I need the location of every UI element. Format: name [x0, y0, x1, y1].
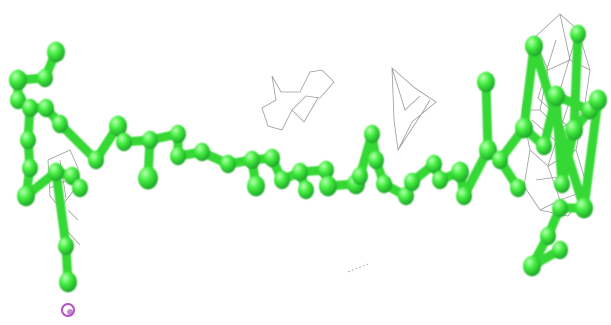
carbon-atom [59, 271, 77, 293]
carbon-atom [554, 174, 570, 194]
carbon-atom [570, 24, 586, 44]
carbon-atom [170, 146, 186, 166]
carbon-atom [376, 174, 392, 194]
bond [529, 41, 589, 213]
carbon-atom [398, 186, 414, 206]
carbon-atom [244, 150, 260, 170]
carbon-atom [525, 35, 543, 57]
bond [51, 167, 71, 251]
carbon-atom [404, 172, 420, 192]
carbon-atom [426, 154, 442, 174]
carbon-atom [298, 180, 314, 200]
carbon-atom [22, 158, 38, 178]
atom-spheres [9, 24, 607, 293]
carbon-atom [274, 170, 290, 190]
carbon-atom [368, 150, 384, 170]
carbon-atom [536, 136, 552, 156]
carbon-atom [552, 240, 568, 260]
carbon-atom [48, 162, 64, 182]
carbon-atom [38, 98, 54, 118]
carbon-atom [432, 170, 448, 190]
carbon-atom [142, 130, 158, 150]
carbon-atom [510, 178, 526, 198]
carbon-atom [10, 90, 26, 110]
carbon-atom [72, 178, 88, 198]
carbon-atom [138, 166, 158, 190]
carbon-atom [547, 85, 565, 107]
carbon-atom [109, 115, 127, 137]
carbon-atom [540, 226, 556, 246]
carbon-atom [9, 69, 27, 91]
carbon-atom [220, 154, 236, 174]
carbon-atom [477, 71, 495, 93]
carbon-atom [20, 130, 36, 150]
carbon-atom [88, 150, 104, 170]
carbon-atom [194, 142, 210, 162]
carbon-atom [352, 166, 368, 186]
carbon-atom [17, 185, 35, 207]
carbon-atom [264, 148, 280, 168]
heteroatom-marker [61, 303, 75, 317]
carbon-atom [589, 89, 607, 111]
carbon-atom [22, 98, 38, 118]
carbon-atom [456, 186, 472, 206]
carbon-atom [37, 68, 53, 88]
carbon-atom [479, 139, 497, 161]
carbon-atom [451, 161, 469, 183]
bond [519, 41, 539, 133]
bond [569, 29, 583, 135]
carbon-atom [292, 162, 308, 182]
bond [579, 95, 603, 213]
carbon-atom [515, 117, 533, 139]
carbon-atom [318, 160, 334, 180]
carbon-atom [116, 132, 132, 152]
carbon-atom [552, 198, 568, 218]
carbon-atom [58, 236, 74, 256]
carbon-atom [364, 124, 380, 144]
carbon-atom [492, 150, 508, 170]
carbon-atom [523, 255, 541, 277]
carbon-atom [52, 114, 68, 134]
carbon-atom [47, 41, 65, 63]
bond-sticks [13, 29, 603, 287]
carbon-atom [565, 119, 583, 141]
carbon-atom [170, 124, 186, 144]
bond [481, 77, 493, 155]
carbon-atom [575, 197, 593, 219]
carbon-atom [319, 175, 337, 197]
carbon-atom [247, 175, 265, 197]
